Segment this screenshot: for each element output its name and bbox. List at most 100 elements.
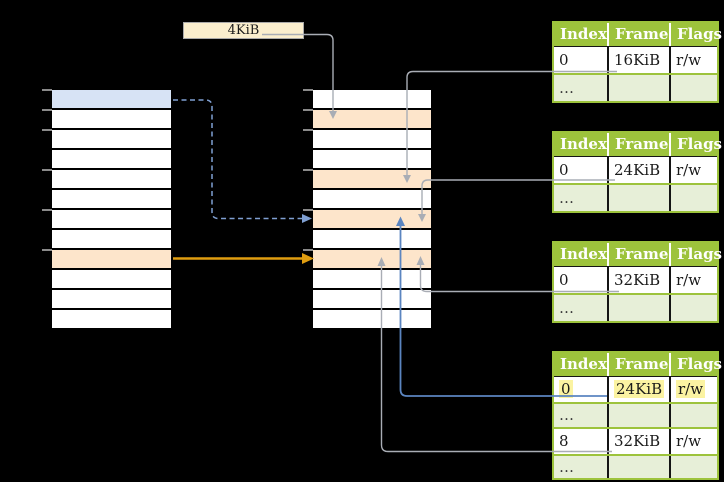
col-header-flags: Flags (671, 243, 722, 266)
physical-frame-row-highlight (313, 249, 431, 269)
cell-flags: r/w (671, 267, 717, 293)
physical-frame-row (313, 189, 431, 209)
table-row-ellipsis: … (554, 73, 717, 101)
physical-frame-row-highlight (313, 209, 431, 229)
table-row-ellipsis: … (554, 293, 717, 321)
physical-frame-row (313, 229, 431, 249)
virtual-page-row (52, 309, 171, 328)
physical-memory-column (313, 90, 431, 328)
virtual-page-row (52, 109, 171, 129)
virtual-page-row-highlight-blue (52, 90, 171, 109)
physical-frame-row (313, 129, 431, 149)
page-table-1: Index Frame Flags 0 16KiB r/w … (552, 21, 722, 103)
tick-mark (303, 89, 313, 91)
table-row-ellipsis: … (554, 402, 717, 427)
cell-flags (671, 185, 717, 211)
virtual-page-row-highlight-orange (52, 249, 171, 269)
table-row-ellipsis: … (554, 183, 717, 211)
virtual-page-row (52, 149, 171, 169)
table-row-ellipsis: … (554, 454, 717, 478)
page-table-4: Index Frame Flags 0 24KiB r/w … 8 32KiB … (552, 351, 722, 480)
cell-frame: 24KiB (609, 157, 669, 183)
cell-index: … (554, 404, 607, 427)
col-header-flags: Flags (671, 353, 722, 376)
virtual-page-row (52, 189, 171, 209)
highlighted-value: 0 (559, 380, 573, 398)
virtual-page-row (52, 129, 171, 149)
cell-index: … (554, 75, 607, 101)
physical-frame-row (313, 149, 431, 169)
physical-frame-row (313, 269, 431, 289)
cell-frame (609, 75, 669, 101)
cell-flags: r/w (671, 429, 717, 454)
table-row: 0 24KiB r/w (554, 156, 717, 183)
cell-index: 8 (554, 429, 607, 454)
tick-mark (42, 109, 52, 111)
col-header-index: Index (554, 23, 607, 46)
tick-mark (42, 209, 52, 211)
tick-mark (303, 209, 313, 211)
physical-frame-row-highlight (313, 109, 431, 129)
tick-mark (303, 129, 313, 131)
tick-mark (303, 169, 313, 171)
col-header-index: Index (554, 353, 607, 376)
arrow-virtual-dashed-map (173, 99, 312, 223)
cell-flags: r/w (671, 377, 717, 402)
cell-frame: 16KiB (609, 47, 669, 73)
virtual-page-row (52, 229, 171, 249)
cell-frame (609, 456, 669, 478)
tick-mark (303, 249, 313, 251)
table-row-highlighted: 0 24KiB r/w (554, 376, 717, 402)
table-row: 0 32KiB r/w (554, 266, 717, 293)
cell-flags: r/w (671, 47, 717, 73)
tick-mark (42, 129, 52, 131)
cell-flags (671, 75, 717, 101)
cell-frame (609, 295, 669, 321)
cell-frame: 32KiB (609, 267, 669, 293)
table-header-row: Index Frame Flags (554, 23, 722, 46)
table-row: 0 16KiB r/w (554, 46, 717, 73)
highlighted-value: r/w (676, 380, 706, 398)
cell-frame: 24KiB (609, 377, 669, 402)
cell-frame: 32KiB (609, 429, 669, 454)
cell-index: 0 (554, 47, 607, 73)
col-header-index: Index (554, 243, 607, 266)
cell-index: 0 (554, 377, 607, 402)
cell-flags (671, 456, 717, 478)
cell-flags: r/w (671, 157, 717, 183)
cell-index: 0 (554, 157, 607, 183)
physical-frame-row (313, 289, 431, 309)
col-header-index: Index (554, 133, 607, 156)
physical-frame-row (313, 309, 431, 328)
cell-frame (609, 404, 669, 427)
col-header-frame: Frame (609, 353, 669, 376)
tick-mark (303, 109, 313, 111)
page-table-2: Index Frame Flags 0 24KiB r/w … (552, 131, 722, 213)
cell-index: … (554, 456, 607, 478)
virtual-page-row (52, 209, 171, 229)
cell-index: … (554, 295, 607, 321)
table-header-row: Index Frame Flags (554, 353, 722, 376)
tick-mark (42, 249, 52, 251)
tick-mark (42, 169, 52, 171)
physical-frame-row (313, 90, 431, 109)
col-header-flags: Flags (671, 23, 722, 46)
physical-frame-row-highlight (313, 169, 431, 189)
cell-frame (609, 185, 669, 211)
highlighted-value: 24KiB (614, 380, 665, 398)
table-header-row: Index Frame Flags (554, 133, 722, 156)
col-header-frame: Frame (609, 243, 669, 266)
virtual-page-row (52, 289, 171, 309)
table-header-row: Index Frame Flags (554, 243, 722, 266)
tick-mark (42, 89, 52, 91)
cell-flags (671, 404, 717, 427)
virtual-page-row (52, 169, 171, 189)
col-header-flags: Flags (671, 133, 722, 156)
col-header-frame: Frame (609, 133, 669, 156)
table-row: 8 32KiB r/w (554, 427, 717, 454)
virtual-memory-column (52, 90, 171, 328)
arrow-virtual-orange-map (173, 253, 314, 264)
cell-index: 0 (554, 267, 607, 293)
page-table-3: Index Frame Flags 0 32KiB r/w … (552, 241, 722, 323)
